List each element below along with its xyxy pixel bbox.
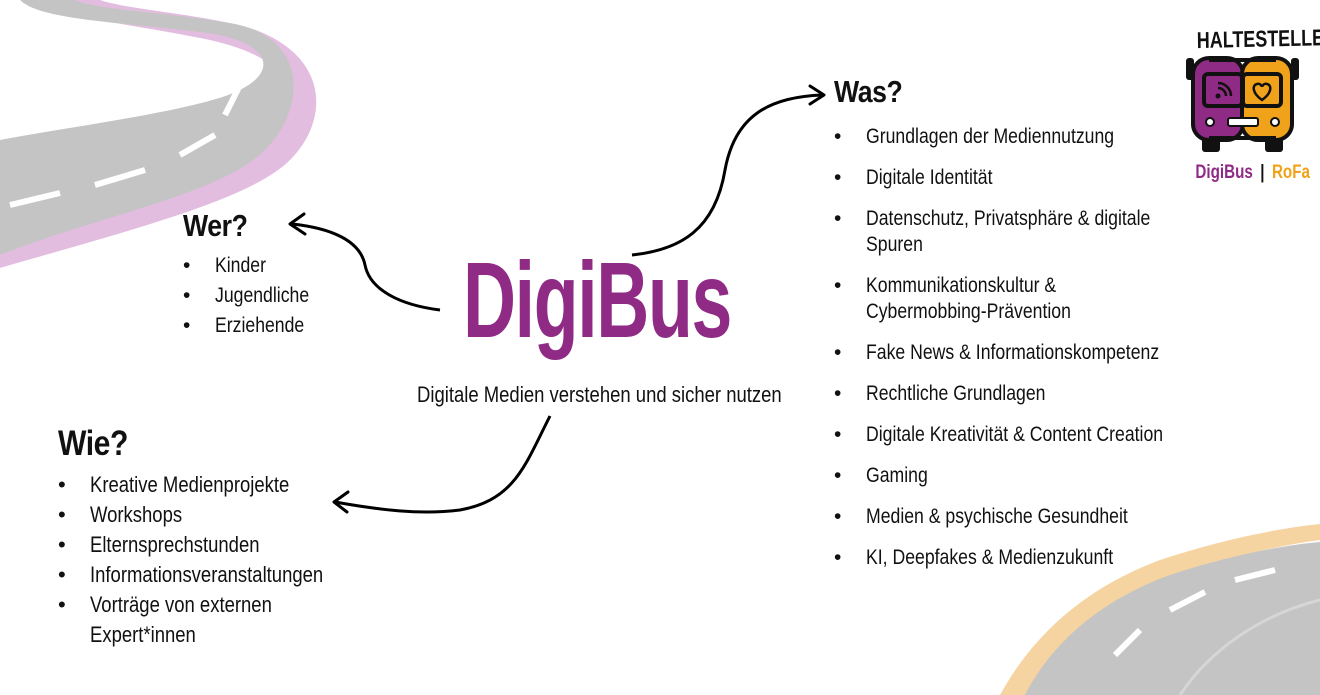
arrow-to-wer [291,222,441,312]
list-item: Kommunikationskultur & Cybermobbing-Präv… [834,273,1246,325]
list-item: Workshops [58,500,380,530]
list-item: Kinder [183,251,327,281]
wie-heading: Wie? [58,424,128,463]
list-item: Datenschutz, Privatsphäre & digitale Spu… [834,206,1246,258]
bus-logo [1186,56,1299,152]
was-list: Grundlagen der Mediennutzung Digitale Id… [834,124,1246,586]
page-title: DigiBus [463,239,732,360]
list-item: Elternsprechstunden [58,530,380,560]
list-item: Digitale Identität [834,165,1246,191]
was-heading: Was? [834,74,903,109]
list-item: Medien & psychische Gesundheit [834,504,1246,530]
list-item: Informationsveranstaltungen [58,560,380,590]
heart-icon [1252,82,1272,102]
logo-right-label: RoFa [1271,162,1310,183]
road-bottom-right-edge [1000,524,1320,695]
arrow-to-was [631,93,823,257]
list-item: Vorträge von externen Expert*innen [58,590,380,650]
list-item: Erziehende [183,311,327,341]
road-bottom-right-marks [1112,567,1276,658]
wifi-icon [1215,81,1233,99]
logo-footer: DigiBus | RoFa [1195,162,1310,184]
road-top-left [0,0,294,255]
wer-heading: Wer? [183,208,248,243]
list-item: Digitale Kreativität & Content Creation [834,422,1246,448]
wer-list: Kinder Jugendliche Erziehende [183,251,327,341]
subtitle: Digitale Medien verstehen und sicher nut… [417,382,782,407]
list-item: Fake News & Informationskompetenz [834,340,1246,366]
list-item: Gaming [834,463,1246,489]
logo-separator: | [1260,162,1265,183]
logo-left-label: DigiBus [1195,162,1253,183]
list-item: Kreative Medienprojekte [58,470,380,500]
wie-list: Kreative Medienprojekte Workshops Eltern… [58,470,380,650]
list-item: Grundlagen der Mediennutzung [834,124,1246,150]
list-item: KI, Deepfakes & Medienzukunft [834,545,1246,571]
list-item: Rechtliche Grundlagen [834,381,1246,407]
list-item: Jugendliche [183,281,327,311]
road-top-left-marks [9,25,243,208]
